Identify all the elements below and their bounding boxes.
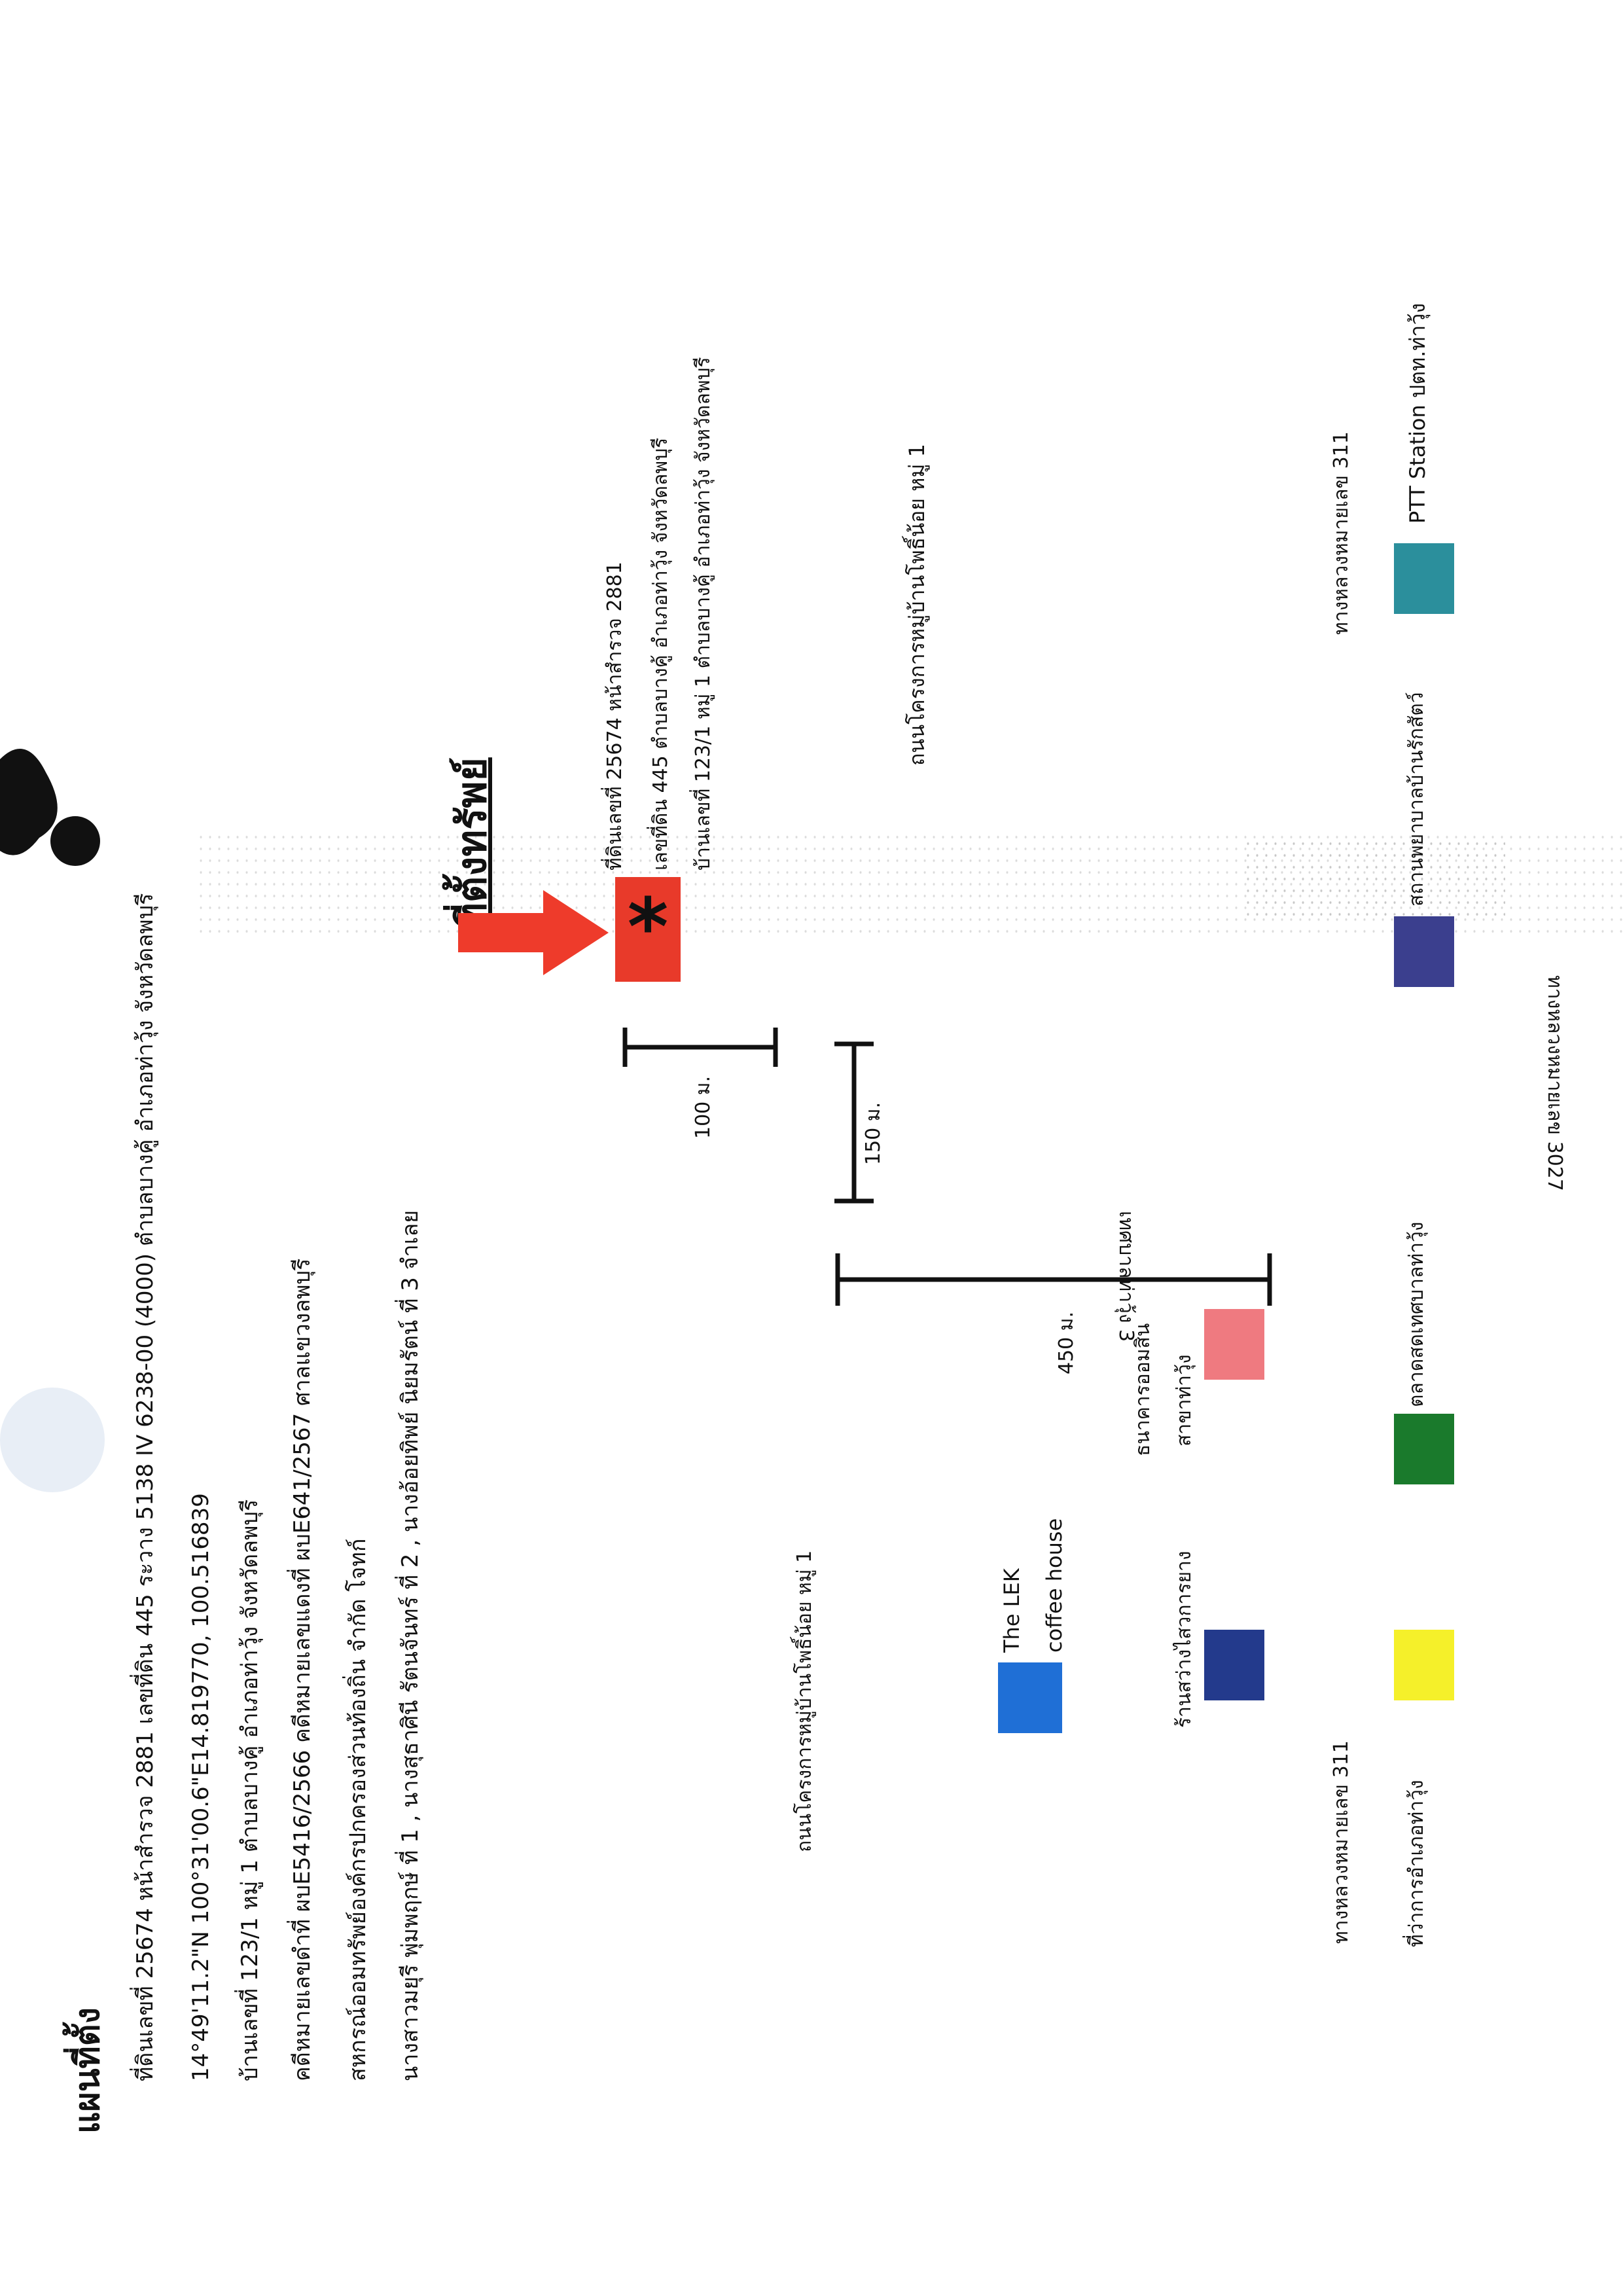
distance-label-450m: 450 ม.: [1055, 1311, 1078, 1374]
landmark-lek-marker: [998, 1662, 1062, 1733]
landmark-bank-marker: [1204, 1309, 1264, 1380]
star-icon: *: [627, 882, 669, 973]
header-line-house: บ้านเลขที่ 123/1 หมู่ 1 ตำบลบางคู้ อำเภอ…: [237, 1499, 263, 2081]
scan-smudge: [0, 1388, 105, 1492]
road-village-top: ถนนโครงการหมู่บ้านโพธิ์น้อย หมู่ 1: [904, 444, 929, 766]
road-municipal-3: เทศบาลท่าวุ้ง 3: [1115, 1211, 1137, 1342]
property-marker: *: [615, 877, 681, 982]
landmark-district-office-label: ที่ว่าการอำเภอท่าวุ้ง: [1405, 1780, 1428, 1947]
header-line-land: ที่ดินเลขที่ 25674 หน้าสำรวจ 2881 เลขที่…: [132, 893, 158, 2081]
distance-label-150m: 150 ม.: [862, 1102, 885, 1165]
header-line-plaintiff: สหกรณ์ออมทรัพย์องค์กรปกครองส่วนท้องถิ่น …: [345, 1538, 371, 2081]
landmark-animal-hospital-label: สถานพยาบาลบ้านรักสัตว์: [1405, 692, 1428, 906]
page-title: แผนที่ตั้ง: [68, 2007, 107, 2134]
header-line-defendants: นางสาวมยุรี พุ่มพฤกษ์ ที่ 1 , นางสุธาศิน…: [397, 1210, 423, 2081]
landmark-market-marker: [1394, 1414, 1454, 1484]
landmark-district-office-marker: [1394, 1630, 1454, 1700]
landmark-animal-hospital-marker: [1394, 916, 1454, 987]
property-arrow-icon: [458, 890, 609, 975]
road-highway-3027: ทางหลวงหมายเลข 3027: [1543, 975, 1566, 1191]
distance-bars: [622, 1028, 874, 1204]
road-highway-311-bottom: ทางหลวงหมายเลข 311: [1330, 1740, 1353, 1944]
landmark-market-label: ตลาดสดเทศบาลท่าวุ้ง: [1405, 1221, 1428, 1407]
landmark-ptt-marker: [1394, 543, 1454, 614]
ink-blot-icon: [0, 749, 100, 866]
property-line-land: ที่ดินเลขที่ 25674 หน้าสำรวจ 2881: [603, 562, 626, 870]
landmark-rubber-shop-marker: [1204, 1630, 1264, 1700]
property-line-house: บ้านเลขที่ 123/1 หมู่ 1 ตำบลบางคู้ อำเภอ…: [692, 357, 715, 870]
landmark-bank-label-1: ธนาคารออมสิน: [1132, 1323, 1154, 1456]
road-village-bottom: ถนนโครงการหมู่บ้านโพธิ์น้อย หมู่ 1: [793, 1550, 816, 1852]
landmark-ptt-label: PTT Station ปตท.ท่าวุ้ง: [1405, 303, 1430, 524]
landmark-lek-label-2: coffee house: [1042, 1518, 1067, 1653]
landmark-bank-label-2: สาขาท่าวุ้ง: [1173, 1354, 1196, 1446]
landmark-lek-label-1: The LEK: [999, 1568, 1024, 1653]
header-line-case: คดีหมายเลขดำที่ ผบE5416/2566 คดีหมายเลขแ…: [289, 1258, 315, 2081]
header-line-coordinates: 14°49'11.2"N 100°31'00.6"E14.819770, 100…: [188, 1493, 214, 2081]
property-line-parcel: เลขที่ดิน 445 ตำบลบางคู้ อำเภอท่าวุ้ง จั…: [649, 437, 672, 870]
landmark-rubber-shop-label: ร้านสว่างไสวการยาง: [1173, 1551, 1196, 1728]
distance-label-100m: 100 ม.: [692, 1075, 715, 1139]
distance-bar-450m: [835, 1253, 1272, 1306]
road-highway-311-top: ทางหลวงหมายเลข 311: [1330, 431, 1353, 635]
scan-noise-band-dark: [1243, 838, 1505, 916]
